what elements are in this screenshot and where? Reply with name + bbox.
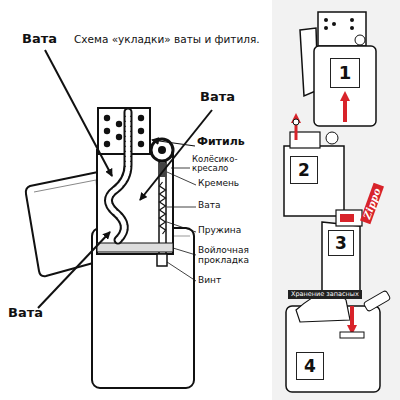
leader-lines: [38, 50, 212, 308]
part-label: Вата: [198, 201, 220, 211]
step-2-insert: [284, 118, 344, 216]
part-label: Кремень: [198, 179, 239, 189]
callout-number: 2: [290, 156, 318, 184]
diagram-title: Схема «укладки» ваты и фитиля.: [74, 34, 264, 46]
step-4-case: [286, 290, 391, 392]
panel-background: [272, 0, 400, 400]
lighter-insert: [97, 108, 173, 266]
part-label: Колёсико-кресало: [192, 155, 248, 174]
note-banner: Хранение запасных: [288, 290, 362, 299]
part-label: Пружина: [198, 226, 241, 236]
lighter-case: [92, 228, 194, 388]
callout-number: 4: [296, 352, 324, 380]
tick-lines: [167, 168, 196, 281]
callout-number: 1: [330, 58, 360, 88]
part-label: Вата: [22, 32, 57, 46]
part-label: Вата: [8, 306, 43, 320]
part-label: Войлочная прокладка: [198, 246, 260, 266]
part-label: Фитиль: [197, 136, 245, 148]
part-label: Винт: [198, 276, 221, 286]
part-label: Вата: [200, 90, 235, 104]
step-1-lighter: [300, 12, 376, 126]
step-3-insert: [322, 210, 362, 292]
callout-number: 3: [328, 230, 354, 256]
